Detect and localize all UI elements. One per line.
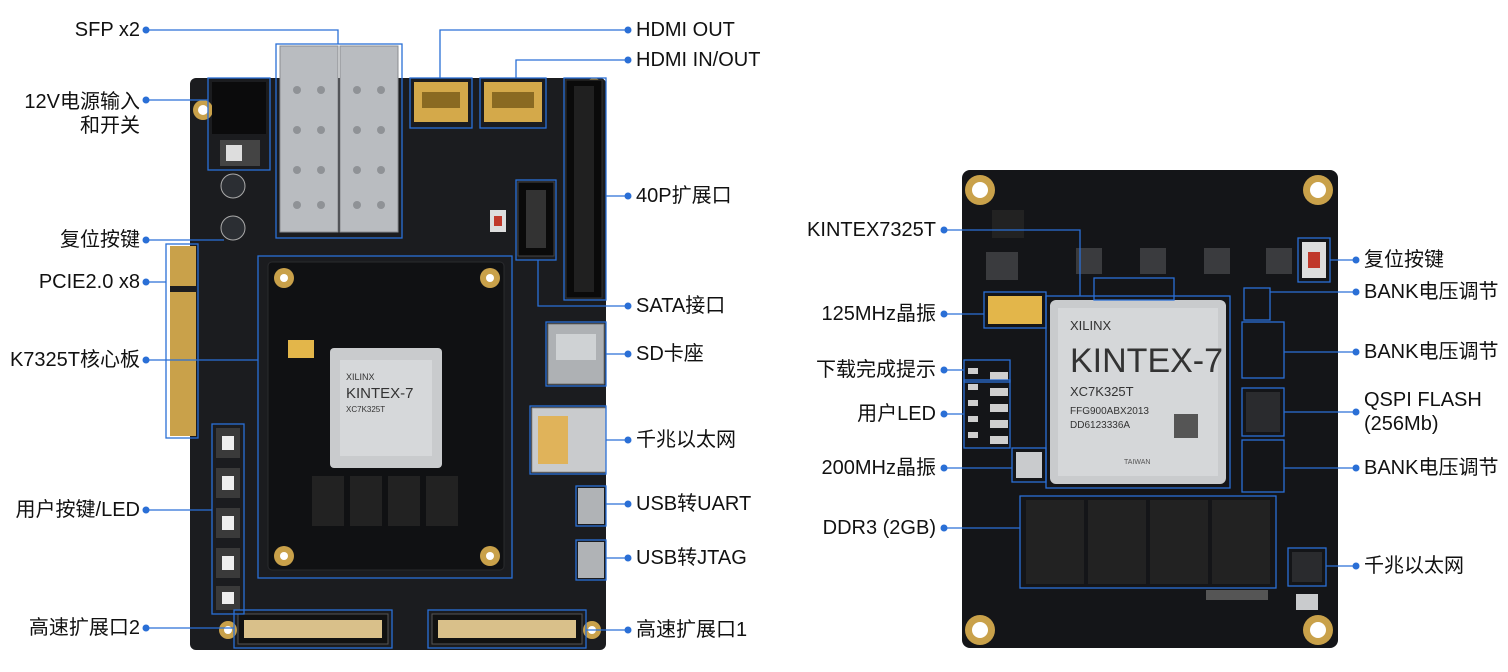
label-reset-left: 复位按键 <box>60 229 140 251</box>
label-bank1: BANK电压调节 <box>1364 281 1499 303</box>
label-qspi: QSPI FLASH (256Mb) <box>1364 389 1482 435</box>
label-done: 下载完成提示 <box>816 359 936 381</box>
label-eth-carrier: 千兆以太网 <box>636 429 736 451</box>
label-sfp: SFP x2 <box>74 19 140 41</box>
usb-uart-port <box>578 488 604 524</box>
label-bank3: BANK电压调节 <box>1364 457 1499 479</box>
osc-200 <box>1016 452 1042 478</box>
chip-package: FFG900ABX2013 <box>1070 406 1149 417</box>
sfp-cage-2 <box>339 45 399 233</box>
label-40p: 40P扩展口 <box>636 185 732 207</box>
chip-part: XC7K325T <box>1070 384 1134 399</box>
osc-125 <box>988 296 1042 324</box>
label-osc200: 200MHz晶振 <box>821 457 936 479</box>
label-reset-core: 复位按键 <box>1364 249 1444 271</box>
label-pcie: PCIE2.0 x8 <box>38 271 140 293</box>
chip-brand: XILINX <box>1070 318 1112 333</box>
ddr3-chips <box>1026 500 1270 584</box>
sfp-cage-1 <box>279 45 339 233</box>
label-sd: SD卡座 <box>636 343 704 365</box>
user-leds <box>968 368 1008 444</box>
label-hdmi-out: HDMI OUT <box>636 19 735 41</box>
carrier-board: XILINX KINTEX-7 XC7K325T <box>170 45 607 650</box>
chip-lot: DD6123336A <box>1070 420 1130 431</box>
callout-lines <box>146 29 1356 649</box>
label-osc125: 125MHz晶振 <box>821 303 936 325</box>
label-bank2: BANK电压调节 <box>1364 341 1499 363</box>
callout-dots <box>142 26 1360 634</box>
power-jack <box>212 82 266 134</box>
user-keys <box>216 428 240 610</box>
qspi-flash <box>1246 392 1280 432</box>
label-ddr3: DDR3 (2GB) <box>822 517 936 539</box>
label-usb-uart: USB转UART <box>636 493 752 515</box>
label-kintex: KINTEX7325T <box>807 219 936 241</box>
core-board: XILINX KINTEX-7 XC7K325T FFG900ABX2013 D… <box>962 170 1338 648</box>
label-power: 12V电源输入 和开关 <box>24 91 140 137</box>
label-usb-jtag: USB转JTAG <box>636 547 747 569</box>
usb-jtag-port <box>578 542 604 578</box>
label-hs2: 高速扩展口2 <box>28 617 140 639</box>
label-userkey: 用户按键/LED <box>15 499 140 521</box>
svg-text:XC7K325T: XC7K325T <box>346 405 385 414</box>
svg-text:XILINX: XILINX <box>346 372 375 382</box>
label-core: K7325T核心板 <box>9 349 140 371</box>
pcie-connector <box>170 246 196 436</box>
label-eth-core: 千兆以太网 <box>1364 555 1464 577</box>
chip-origin: TAIWAN <box>1124 459 1150 466</box>
chip-family: KINTEX-7 <box>1070 342 1223 380</box>
label-user-led: 用户LED <box>857 403 936 425</box>
label-hs1: 高速扩展口1 <box>636 619 748 641</box>
svg-text:KINTEX-7: KINTEX-7 <box>346 385 414 402</box>
label-sata: SATA接口 <box>636 295 726 317</box>
label-hdmi-inout: HDMI IN/OUT <box>636 49 761 71</box>
eth-phy-chip <box>1292 552 1322 582</box>
